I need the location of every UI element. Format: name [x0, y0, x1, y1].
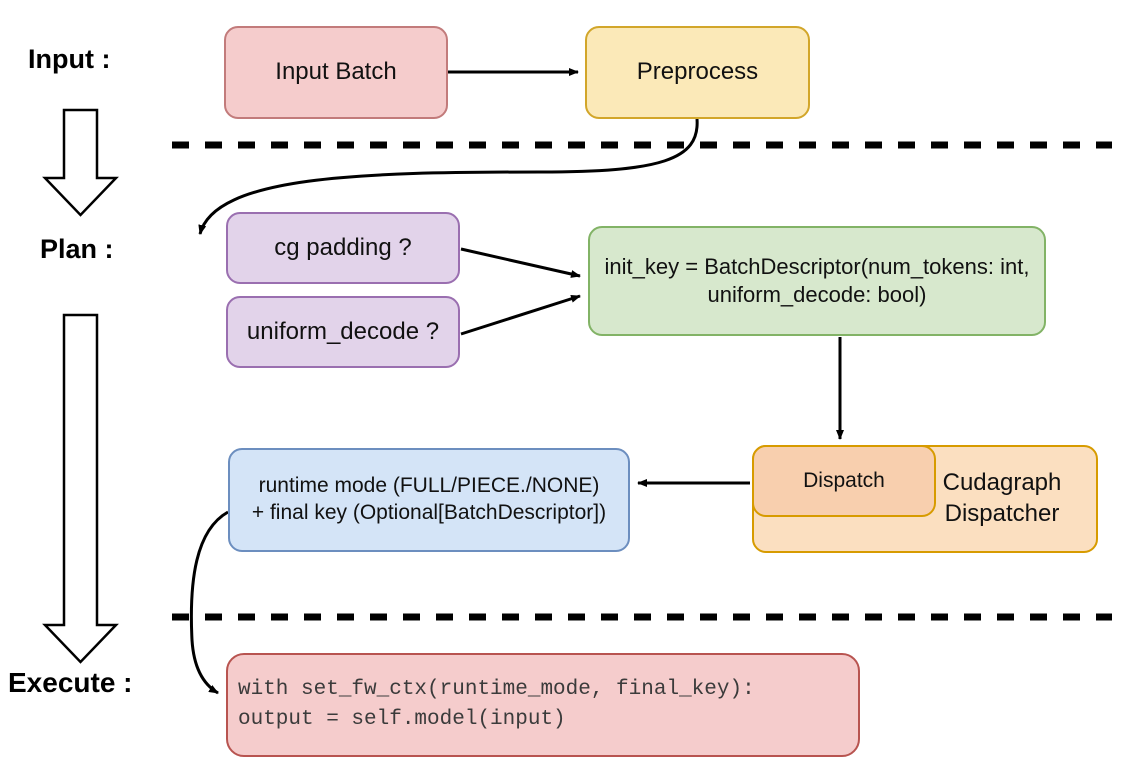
node-input-batch[interactable]: Input Batch — [224, 26, 448, 119]
node-uniform-decode[interactable]: uniform_decode ? — [226, 296, 460, 368]
input-to-plan-arrow — [42, 108, 119, 217]
node-preprocess[interactable]: Preprocess — [585, 26, 810, 119]
node-cg-padding[interactable]: cg padding ? — [226, 212, 460, 284]
stage-label-plan: Plan : — [40, 234, 114, 264]
node-dispatch[interactable]: Dispatch — [752, 445, 936, 517]
stage-label-execute: Execute : — [8, 667, 133, 698]
plan-to-execute-arrow — [42, 313, 119, 664]
node-init-key[interactable]: init_key = BatchDescriptor(num_tokens: i… — [588, 226, 1046, 336]
edge-runtime-mode-to-code — [189, 510, 229, 695]
node-runtime-mode[interactable]: runtime mode (FULL/PIECE./NONE) + final … — [228, 448, 630, 552]
edge-uniform-decode-to-init-key — [460, 294, 581, 336]
node-code-block[interactable]: with set_fw_ctx(runtime_mode, final_key)… — [226, 653, 860, 757]
node-cudagraph-dispatcher-label: Cudagraph Dispatcher — [942, 469, 1062, 527]
edge-cg-padding-to-init-key — [460, 247, 581, 278]
stage-label-input: Input : — [28, 44, 111, 74]
